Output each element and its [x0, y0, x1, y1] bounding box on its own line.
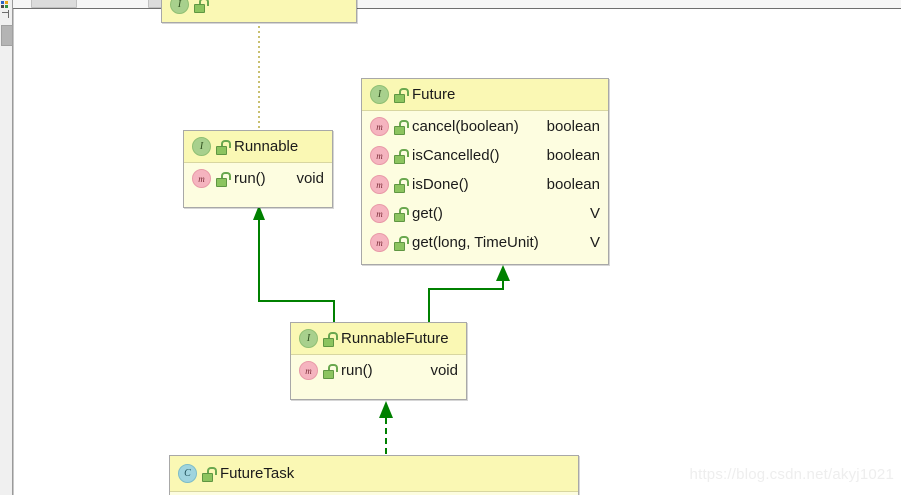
interface-icon: I	[192, 137, 211, 156]
member-list: m run() void	[184, 163, 332, 195]
gutter-tick-vertical-icon	[8, 10, 9, 18]
class-header-futuretask: C FutureTask	[170, 456, 578, 492]
unlock-icon	[394, 206, 409, 222]
class-box-runnablefuture[interactable]: I RunnableFuture m run() void	[290, 322, 467, 400]
class-box-futuretask[interactable]: C FutureTask	[169, 455, 579, 495]
member-list: m cancel(boolean) boolean m isCancelled(…	[362, 111, 608, 259]
method-icon: m	[192, 169, 211, 188]
toolbar-button-1[interactable]	[31, 0, 77, 8]
left-gutter-strip	[0, 0, 13, 495]
member-row[interactable]: m isCancelled() boolean	[362, 141, 608, 170]
unlock-icon	[394, 148, 409, 164]
method-icon: m	[370, 233, 389, 252]
vertical-scrollbar-thumb[interactable]	[1, 25, 13, 46]
unlock-icon	[394, 177, 409, 193]
class-header: I	[162, 0, 356, 22]
diagram-canvas[interactable]: I I Runnable m	[13, 0, 901, 495]
method-icon: m	[370, 146, 389, 165]
member-name: isCancelled()	[412, 147, 500, 164]
member-name: run()	[234, 170, 266, 187]
relation-runnablefuture-to-runnable	[258, 217, 335, 331]
member-type: V	[589, 205, 600, 222]
method-icon: m	[370, 175, 389, 194]
unlock-icon	[323, 363, 338, 379]
member-row[interactable]: m isDone() boolean	[362, 170, 608, 199]
member-type: void	[430, 362, 458, 379]
member-list: m run() void	[291, 355, 466, 387]
class-icon: C	[178, 464, 197, 483]
class-box-future[interactable]: I Future m cancel(boolean) boolean m isC…	[361, 78, 609, 265]
arrowhead-runnablefuture	[379, 401, 393, 418]
member-type: boolean	[546, 176, 600, 193]
class-header-runnablefuture: I RunnableFuture	[291, 323, 466, 355]
gutter-tick-icon	[2, 12, 9, 13]
class-name: FutureTask	[220, 465, 295, 482]
member-type: void	[296, 170, 324, 187]
member-type: V	[589, 234, 600, 251]
method-icon: m	[370, 204, 389, 223]
app-badge-icon	[1, 1, 10, 10]
method-icon: m	[299, 361, 318, 380]
member-row[interactable]: m run() void	[291, 356, 466, 385]
unlock-icon	[394, 235, 409, 251]
unlock-icon	[394, 119, 409, 135]
watermark: https://blog.csdn.net/akyj1021	[689, 466, 894, 483]
member-row[interactable]: m get(long, TimeUnit) V	[362, 228, 608, 257]
member-name: cancel(boolean)	[412, 118, 519, 135]
class-name: Future	[412, 86, 456, 103]
unlock-icon	[194, 0, 209, 13]
class-name: RunnableFuture	[341, 330, 449, 347]
member-type: boolean	[546, 147, 600, 164]
interface-icon: I	[170, 0, 189, 14]
unlock-icon	[202, 466, 217, 482]
class-name: Runnable	[234, 138, 299, 155]
member-name: isDone()	[412, 176, 469, 193]
member-row[interactable]: m get() V	[362, 199, 608, 228]
member-name: get()	[412, 205, 443, 222]
member-type: boolean	[546, 118, 600, 135]
toolbar	[13, 0, 901, 9]
interface-icon: I	[299, 329, 318, 348]
method-icon: m	[370, 117, 389, 136]
class-header-runnable: I Runnable	[184, 131, 332, 163]
unlock-icon	[216, 139, 231, 155]
unlock-icon	[216, 171, 231, 187]
unlock-icon	[394, 87, 409, 103]
member-row[interactable]: m cancel(boolean) boolean	[362, 112, 608, 141]
class-header-future: I Future	[362, 79, 608, 111]
class-box-partial-top[interactable]: I	[161, 0, 357, 23]
member-row[interactable]: m run() void	[184, 164, 332, 193]
interface-icon: I	[370, 85, 389, 104]
member-name: run()	[341, 362, 373, 379]
member-name: get(long, TimeUnit)	[412, 234, 539, 251]
arrowhead-future	[496, 265, 510, 281]
unlock-icon	[323, 331, 338, 347]
class-box-runnable[interactable]: I Runnable m run() void	[183, 130, 333, 208]
